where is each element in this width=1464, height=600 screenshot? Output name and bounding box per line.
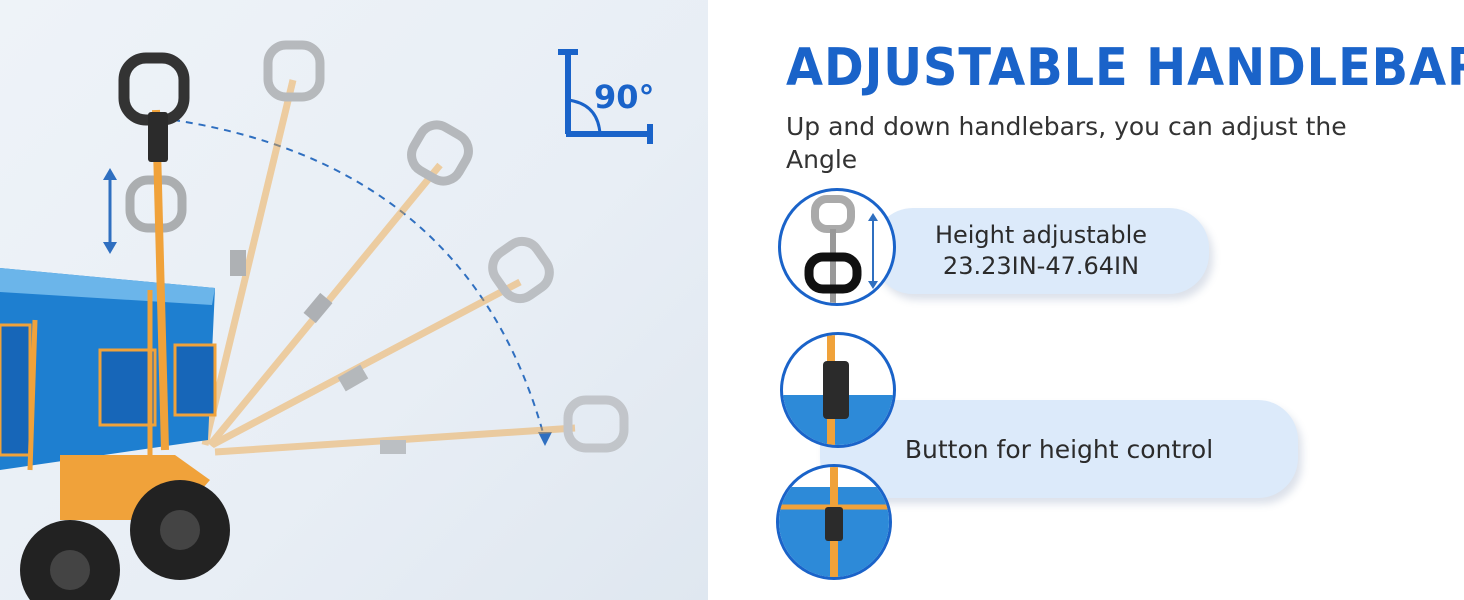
upright-handle <box>118 52 190 451</box>
wagon-handle-diagram: 90° <box>0 40 655 600</box>
feature-panel: ADJUSTABLE HANDLEBAR Up and down handleb… <box>708 0 1464 600</box>
lock-button-icon <box>783 335 893 445</box>
product-illustration: 90° <box>0 0 708 600</box>
handle-height-thumbnail <box>778 188 896 306</box>
clamp-thumbnail <box>776 464 892 580</box>
headline: ADJUSTABLE HANDLEBAR <box>786 38 1464 98</box>
arc-arrow-icon <box>538 432 552 446</box>
handle-icon <box>804 195 878 303</box>
angle-icon: 90° <box>558 49 655 144</box>
wagon-body <box>0 268 217 471</box>
rotation-arc <box>159 117 546 441</box>
ghost-handles <box>201 40 629 456</box>
lock-button-thumbnail <box>780 332 896 448</box>
feature-1-line1: Height adjustable <box>934 221 1148 249</box>
subtitle: Up and down handlebars, you can adjust t… <box>786 112 1347 174</box>
height-adjustable-pill: Height adjustable 23.23IN-47.64IN <box>873 208 1209 294</box>
angle-label: 90° <box>594 78 655 116</box>
clamp-icon <box>779 467 889 577</box>
feature-1-line2: 23.23IN-47.64IN <box>942 252 1140 280</box>
button-height-control-pill: Button for height control <box>820 400 1298 498</box>
up-down-arrow-icon <box>103 168 117 254</box>
feature-2-label: Button for height control <box>904 434 1214 464</box>
wheels <box>20 455 230 600</box>
